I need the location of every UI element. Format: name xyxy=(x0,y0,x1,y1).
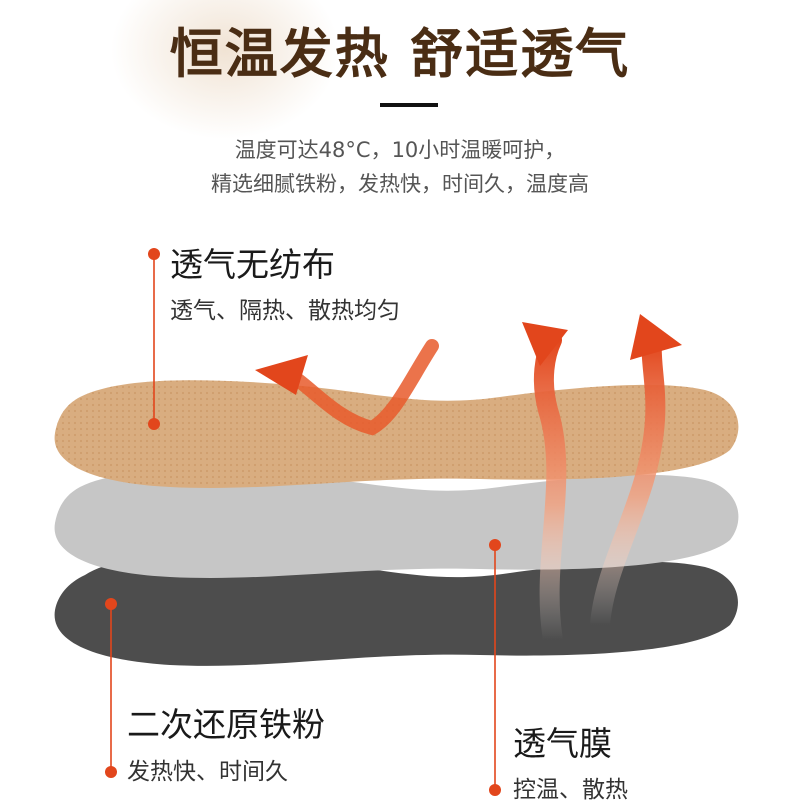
subtitle-line-2: 精选细腻铁粉，发热快，时间久，温度高 xyxy=(211,172,589,196)
layer-title-fabric: 透气无纺布 xyxy=(170,245,335,284)
fabric-texture xyxy=(54,380,739,488)
layer-desc-film: 控温、散热 xyxy=(513,777,628,803)
layer-desc-iron: 发热快、时间久 xyxy=(127,759,288,785)
callout-dot-fabric xyxy=(148,418,160,430)
callout-dot-film-bottom xyxy=(489,784,501,796)
callout-dot-iron-top xyxy=(105,598,117,610)
breathable-film-layer xyxy=(54,470,739,578)
iron-powder-layer xyxy=(54,555,738,666)
callout-dot-fabric-top xyxy=(148,248,160,260)
title-divider xyxy=(380,103,438,107)
callout-dot-iron xyxy=(105,766,117,778)
callout-dot-film xyxy=(489,539,501,551)
heat-arrow-rising-1-icon xyxy=(522,322,568,650)
layer-title-film: 透气膜 xyxy=(513,724,612,763)
layer-desc-fabric: 透气、隔热、散热均匀 xyxy=(170,298,400,324)
subtitle-line-1: 温度可达48°C，10小时温暖呵护， xyxy=(234,138,566,162)
background-glow xyxy=(110,0,340,140)
layer-title-iron: 二次还原铁粉 xyxy=(127,705,325,744)
heat-arrow-rising-2-icon xyxy=(590,314,682,635)
heat-arrow-left-icon xyxy=(255,339,439,436)
page-title: 恒温发热 舒适透气 xyxy=(169,24,631,85)
